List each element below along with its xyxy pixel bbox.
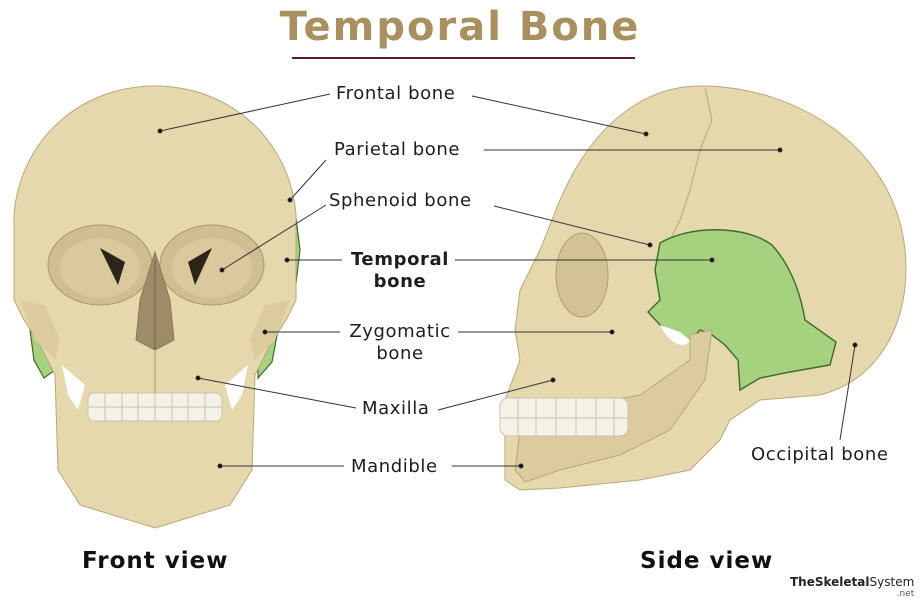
label-parietal-bone: Parietal bone: [334, 139, 461, 160]
side-teeth: [499, 397, 629, 437]
label-zygomatic-line1: Zygomatic: [349, 321, 451, 342]
diagram-title: Temporal Bone: [279, 4, 641, 50]
label-temporal-line2: bone: [373, 271, 427, 292]
caption-side-view: Side view: [640, 548, 774, 574]
front-skull: [13, 85, 301, 529]
label-temporal-line1: Temporal: [350, 249, 450, 270]
side-temporal-bone: [647, 229, 837, 392]
side-skull: [499, 85, 907, 491]
leader-lines: [157, 93, 858, 469]
label-sphenoid-bone: Sphenoid bone: [329, 190, 472, 211]
label-zygomatic-line2: bone: [376, 343, 424, 364]
brand-part1: TheSkeletal: [790, 575, 870, 589]
label-zygomatic-bone: Zygomatic bone: [344, 321, 456, 365]
label-temporal-bone: Temporal bone: [346, 249, 454, 293]
title-underline: [292, 57, 635, 59]
label-mandible: Mandible: [351, 456, 438, 477]
label-maxilla: Maxilla: [362, 398, 430, 419]
brand-part2: System: [869, 575, 915, 589]
caption-front-view: Front view: [82, 548, 229, 574]
brand-suffix: .net: [896, 589, 915, 599]
front-teeth: [87, 392, 223, 422]
brand-watermark: TheSkeletalSystem .net: [790, 576, 914, 600]
label-occipital-bone: Occipital bone: [751, 444, 889, 465]
label-frontal-bone: Frontal bone: [336, 83, 456, 104]
